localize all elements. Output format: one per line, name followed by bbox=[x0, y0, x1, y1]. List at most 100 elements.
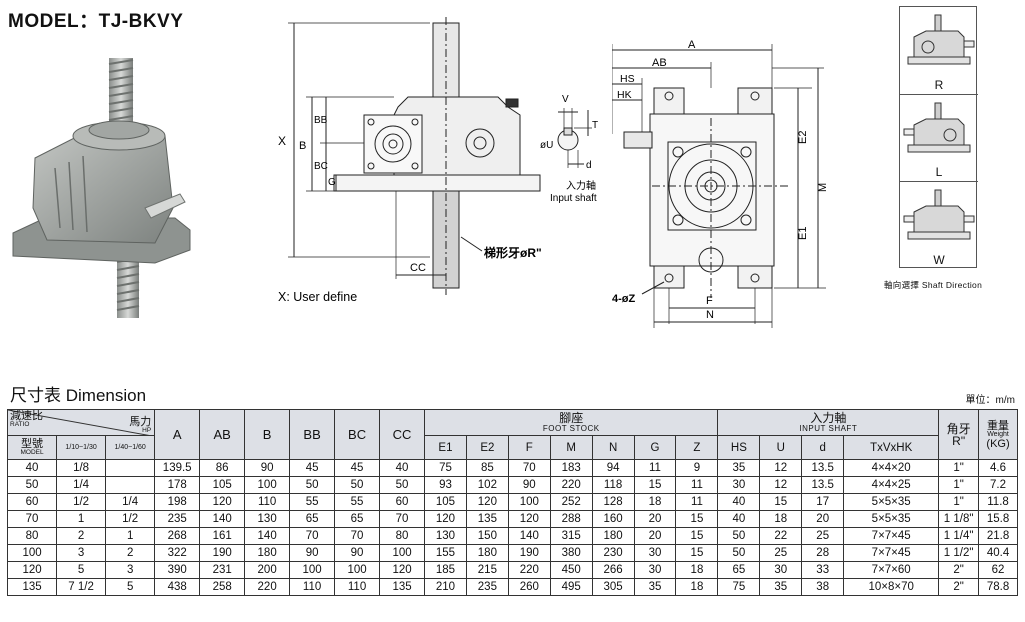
dim-x: X bbox=[278, 134, 286, 148]
table-cell: 178 bbox=[154, 476, 201, 494]
table-cell: 45 bbox=[334, 459, 381, 477]
col-m: M bbox=[549, 435, 593, 460]
table-cell: 70 bbox=[6, 510, 58, 528]
table-cell: 1/2 bbox=[105, 510, 156, 528]
table-cell: 11 bbox=[633, 459, 677, 477]
table-cell: 5 bbox=[56, 561, 107, 579]
table-cell: 75 bbox=[424, 459, 467, 477]
table-cell: 50 bbox=[334, 476, 381, 494]
weight-header: 重量 Weight (KG) bbox=[978, 409, 1018, 460]
table-cell: 7×7×45 bbox=[843, 527, 940, 545]
table-cell: 11 bbox=[675, 476, 719, 494]
gear-jack-r-icon bbox=[907, 14, 975, 65]
gear-jack-w-icon bbox=[903, 189, 975, 240]
table-cell: 13.5 bbox=[801, 459, 845, 477]
table-cell: 13.5 bbox=[801, 476, 845, 494]
table-cell: 110 bbox=[289, 578, 336, 596]
table-cell: 230 bbox=[591, 544, 635, 562]
table-cell: 183 bbox=[549, 459, 593, 477]
table-cell: 235 bbox=[154, 510, 201, 528]
table-cell: 30 bbox=[759, 561, 803, 579]
dim-g: G bbox=[328, 177, 336, 188]
table-cell: 40 bbox=[717, 510, 761, 528]
table-cell: 30 bbox=[717, 476, 761, 494]
table-cell: 35 bbox=[759, 578, 803, 596]
table-cell: 90 bbox=[244, 459, 291, 477]
table-cell: 18 bbox=[759, 510, 803, 528]
table-cell: 3 bbox=[105, 561, 156, 579]
table-cell: 80 bbox=[379, 527, 426, 545]
col-e2: E2 bbox=[465, 435, 509, 460]
table-cell: 1 1/2" bbox=[938, 544, 980, 562]
table-cell: 180 bbox=[244, 544, 291, 562]
table-cell: 7×7×45 bbox=[843, 544, 940, 562]
table-cell: 15 bbox=[633, 476, 677, 494]
foot-stock-header: 腳座 FOOT STOCK bbox=[424, 409, 719, 436]
table-cell: 120 bbox=[379, 561, 426, 579]
table-cell bbox=[105, 476, 156, 494]
weight-cn: 重量 bbox=[987, 419, 1010, 432]
dim-hk: HK bbox=[617, 89, 632, 101]
table-cell: 210 bbox=[424, 578, 467, 596]
ratio-range-1: 1/10~1/30 bbox=[56, 435, 107, 460]
table-cell: 1/4 bbox=[56, 476, 107, 494]
table-cell: 7.2 bbox=[978, 476, 1018, 494]
table-cell: 266 bbox=[591, 561, 635, 579]
shaft-direction-letter-w: W bbox=[933, 253, 945, 267]
table-cell: 220 bbox=[244, 578, 291, 596]
dim-v: V bbox=[562, 94, 569, 105]
gear-jack-l-icon bbox=[903, 102, 971, 153]
table-cell: 40.4 bbox=[978, 544, 1018, 562]
table-cell: 130 bbox=[424, 527, 467, 545]
table-cell: 5×5×35 bbox=[843, 493, 940, 511]
table-cell: 130 bbox=[244, 510, 291, 528]
dimension-title: 尺寸表 Dimension bbox=[10, 386, 147, 405]
dim-f: F bbox=[706, 295, 713, 307]
col-bc: BC bbox=[334, 409, 381, 460]
table-cell: 220 bbox=[507, 561, 551, 579]
table-cell: 215 bbox=[465, 561, 509, 579]
table-cell: 40 bbox=[717, 493, 761, 511]
table-cell: 1" bbox=[938, 493, 980, 511]
table-cell: 18 bbox=[675, 561, 719, 579]
shaft-direction-letter-l: L bbox=[935, 165, 943, 179]
table-cell: 30 bbox=[633, 561, 677, 579]
col-z: Z bbox=[675, 435, 719, 460]
table-cell: 18 bbox=[633, 493, 677, 511]
table-cell: 120 bbox=[507, 510, 551, 528]
table-cell: 38 bbox=[801, 578, 845, 596]
table-cell: 15.8 bbox=[978, 510, 1018, 528]
side-view-drawing: A AB HS HK E2 E1 M F N 4-øZ bbox=[612, 39, 829, 328]
table-cell: 28 bbox=[801, 544, 845, 562]
dim-bb: BB bbox=[314, 115, 328, 126]
table-cell: 288 bbox=[549, 510, 593, 528]
table-cell: 70 bbox=[507, 459, 551, 477]
shaft-direction-caption: 軸向選擇 Shaft Direction bbox=[884, 280, 983, 290]
table-cell: 260 bbox=[507, 578, 551, 596]
table-cell: 1/4 bbox=[105, 493, 156, 511]
table-cell: 390 bbox=[154, 561, 201, 579]
table-cell: 140 bbox=[507, 527, 551, 545]
table-cell: 75 bbox=[717, 578, 761, 596]
table-cell: 80 bbox=[6, 527, 58, 545]
table-cell: 4×4×20 bbox=[843, 459, 940, 477]
table-cell: 1 1/8" bbox=[938, 510, 980, 528]
input-shaft-header: 入力軸 INPUT SHAFT bbox=[717, 409, 940, 436]
table-cell: 100 bbox=[334, 561, 381, 579]
table-cell: 35 bbox=[633, 578, 677, 596]
col-b: B bbox=[244, 409, 291, 460]
table-cell: 20 bbox=[801, 510, 845, 528]
table-cell: 45 bbox=[289, 459, 336, 477]
dim-e2: E2 bbox=[797, 131, 809, 144]
model-cn: 型號 bbox=[21, 438, 44, 450]
table-cell: 220 bbox=[549, 476, 593, 494]
table-cell: 86 bbox=[199, 459, 246, 477]
col-cc: CC bbox=[379, 409, 426, 460]
table-cell: 5 bbox=[105, 578, 156, 596]
